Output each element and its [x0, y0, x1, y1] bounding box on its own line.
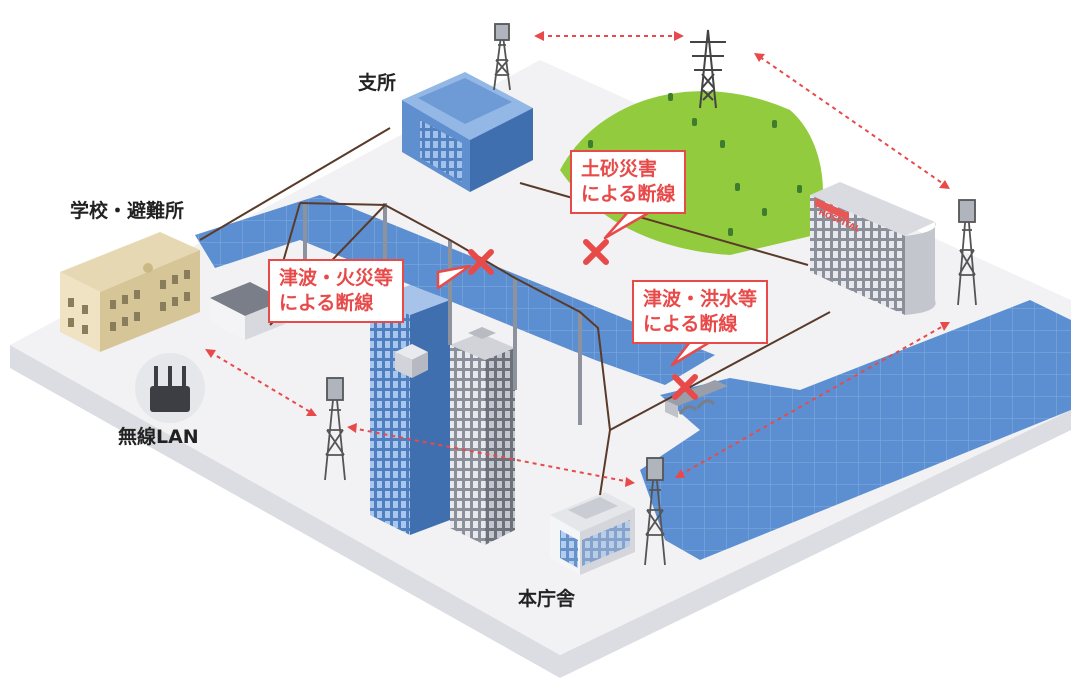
skyscraper-grey [450, 327, 515, 545]
wireless-lan-router [135, 353, 205, 423]
main-office-building [550, 492, 635, 575]
break-mark-tsunami-fire [468, 249, 494, 275]
label-school-shelter: 学校・避難所 [70, 200, 185, 222]
callout-landslide-line2: による断線 [581, 183, 676, 205]
hospital-building: HOSPITAL [810, 182, 936, 315]
label-main-office: 本庁舎 [518, 588, 576, 610]
label-branch-office: 支所 [358, 72, 397, 94]
callout-tsunami-fire: 津波・火災等 による断線 [268, 259, 405, 323]
power-pylon [690, 29, 726, 109]
callout-tsunami-flood: 津波・洪水等 による断線 [632, 280, 769, 344]
skyscraper-blue [370, 285, 450, 535]
callout-landslide: 土砂災害 による断線 [570, 150, 687, 214]
callout-tsunami-fire-line2: による断線 [279, 292, 374, 314]
radio-tower-top [493, 23, 511, 91]
wireless-links [209, 35, 946, 483]
river [195, 195, 1071, 560]
callout-pointers [436, 210, 712, 367]
callout-tsunami-flood-line1: 津波・洪水等 [643, 288, 758, 310]
branch-office-building [402, 72, 533, 192]
callout-tsunami-flood-line2: による断線 [643, 313, 738, 335]
radio-tower-main [644, 457, 666, 566]
gymnasium [210, 282, 285, 340]
radio-tower-right [957, 199, 977, 306]
bridge [665, 380, 728, 418]
school-building [60, 232, 200, 352]
break-mark-landslide [583, 239, 609, 265]
radio-tower-left [324, 377, 346, 481]
callout-tsunami-fire-line1: 津波・火災等 [279, 267, 394, 289]
break-mark-tsunami-flood [672, 374, 698, 400]
label-wireless-lan: 無線LAN [118, 426, 199, 448]
wireless-link-arrowheads [205, 31, 950, 487]
callout-landslide-line1: 土砂災害 [581, 158, 658, 180]
